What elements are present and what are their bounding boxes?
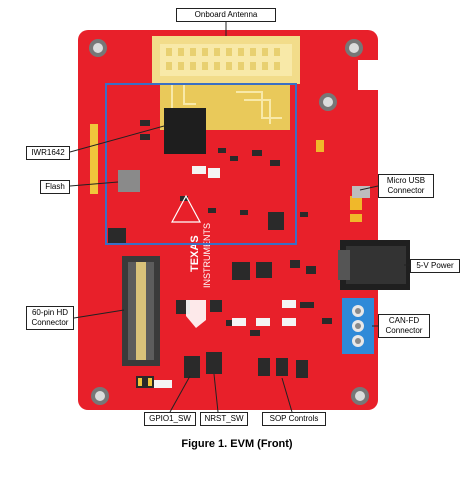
callout-flash: Flash [40, 180, 70, 194]
mounting-holes [89, 39, 369, 405]
callout-5v-power: 5-V Power [410, 259, 460, 273]
callout-hd-line1: 60-pin HD [31, 308, 68, 317]
callout-sop-controls: SOP Controls [262, 412, 326, 426]
callout-leaders [69, 22, 410, 413]
iwr1642-chip [164, 108, 206, 154]
brand-text-line1: TEXAS [189, 235, 201, 272]
esd-warning-symbol [170, 194, 202, 223]
callout-hd-line2: Connector [31, 318, 69, 327]
callout-micro-usb-line2: Connector [387, 186, 425, 195]
ti-logo-shape [186, 300, 206, 328]
small-components [108, 120, 332, 336]
callout-onboard-antenna: Onboard Antenna [176, 8, 276, 22]
figure-caption: Figure 1. EVM (Front) [181, 438, 293, 450]
nrst-switch [206, 352, 222, 374]
brand-text-line2: INSTRUMENTS [202, 223, 212, 288]
board-notch [358, 60, 380, 90]
yellow-capacitors [316, 140, 362, 222]
gpio1-switch [184, 356, 200, 378]
antenna-area [152, 36, 300, 130]
white-components [154, 166, 296, 388]
callout-nrst-sw: NRST_SW [200, 412, 248, 426]
callout-gpio1-sw: GPIO1_SW [144, 412, 196, 426]
callout-micro-usb-line1: Micro USB [386, 176, 426, 185]
sop-switches [258, 358, 308, 378]
micro-usb-connector [352, 186, 370, 198]
iwr1642-region-outline [105, 83, 297, 245]
callout-iwr1642: IWR1642 [26, 146, 70, 160]
power-jack [338, 240, 410, 290]
callout-micro-usb: Micro USB Connector [378, 174, 434, 198]
flash-chip [118, 170, 140, 192]
callout-hd-connector: 60-pin HD Connector [26, 306, 74, 330]
jumper-header [136, 376, 154, 388]
canfd-connector [342, 298, 374, 354]
callout-canfd-line1: CAN-FD [388, 316, 420, 325]
callout-canfd-line2: Connector [385, 326, 423, 335]
callout-canfd: CAN-FD Connector [378, 314, 430, 338]
left-edge-strip [90, 124, 98, 194]
hd-connector [122, 256, 160, 366]
